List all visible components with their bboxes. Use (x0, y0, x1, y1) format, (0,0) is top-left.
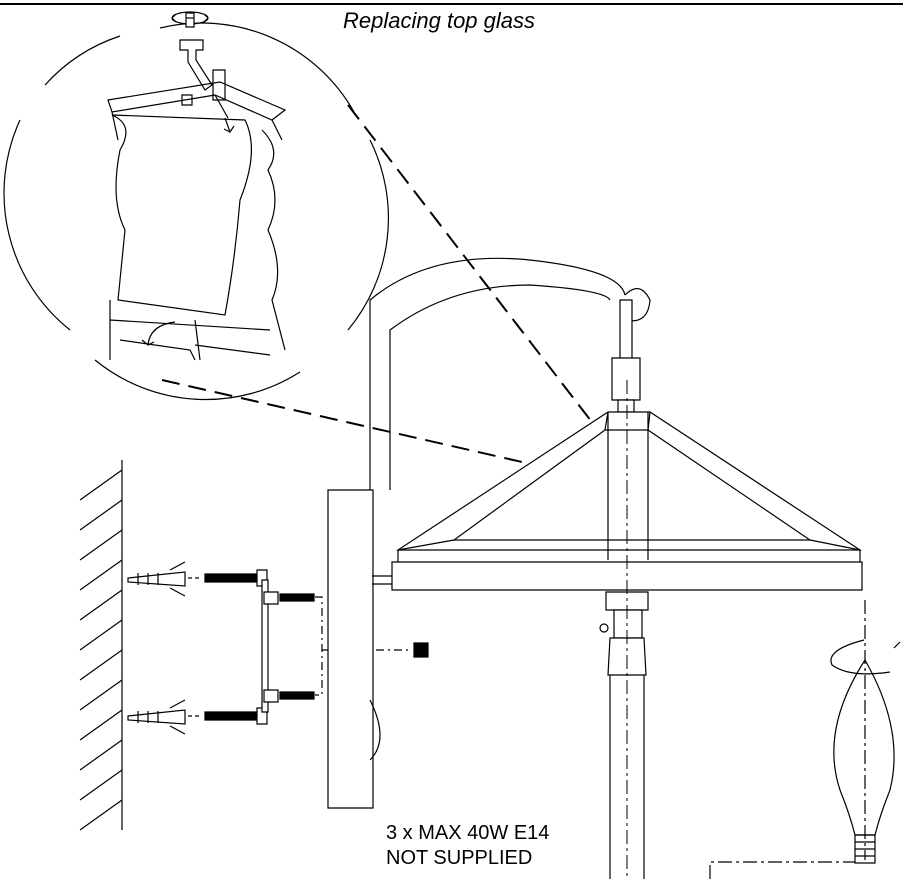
bulb-glass (834, 660, 894, 835)
lamp-roof-frame (372, 412, 862, 590)
wall-plug-lower (128, 700, 185, 734)
wall-plug-upper (128, 562, 185, 596)
lamp-arm-and-backplate (328, 258, 650, 808)
detail-circle-outline (4, 23, 388, 400)
retaining-clip (180, 40, 212, 90)
bulb-spec-line-1: 3 x MAX 40W E14 (386, 822, 550, 844)
wall-screws (188, 570, 267, 724)
bulb-e14 (710, 600, 900, 879)
top-glass-pane[interactable] (112, 115, 251, 315)
mounting-bracket (262, 580, 428, 712)
screw-rotation-icon (172, 12, 208, 27)
detail-magnified-view (4, 12, 388, 400)
backplate (328, 490, 373, 808)
diagram-title: Replacing top glass (343, 8, 536, 33)
bulb-spec-line-2: NOT SUPPLIED (386, 847, 533, 869)
insert-direction-arrow (142, 322, 175, 345)
wall-hatching (80, 460, 122, 830)
glass-frame-top (108, 82, 285, 120)
